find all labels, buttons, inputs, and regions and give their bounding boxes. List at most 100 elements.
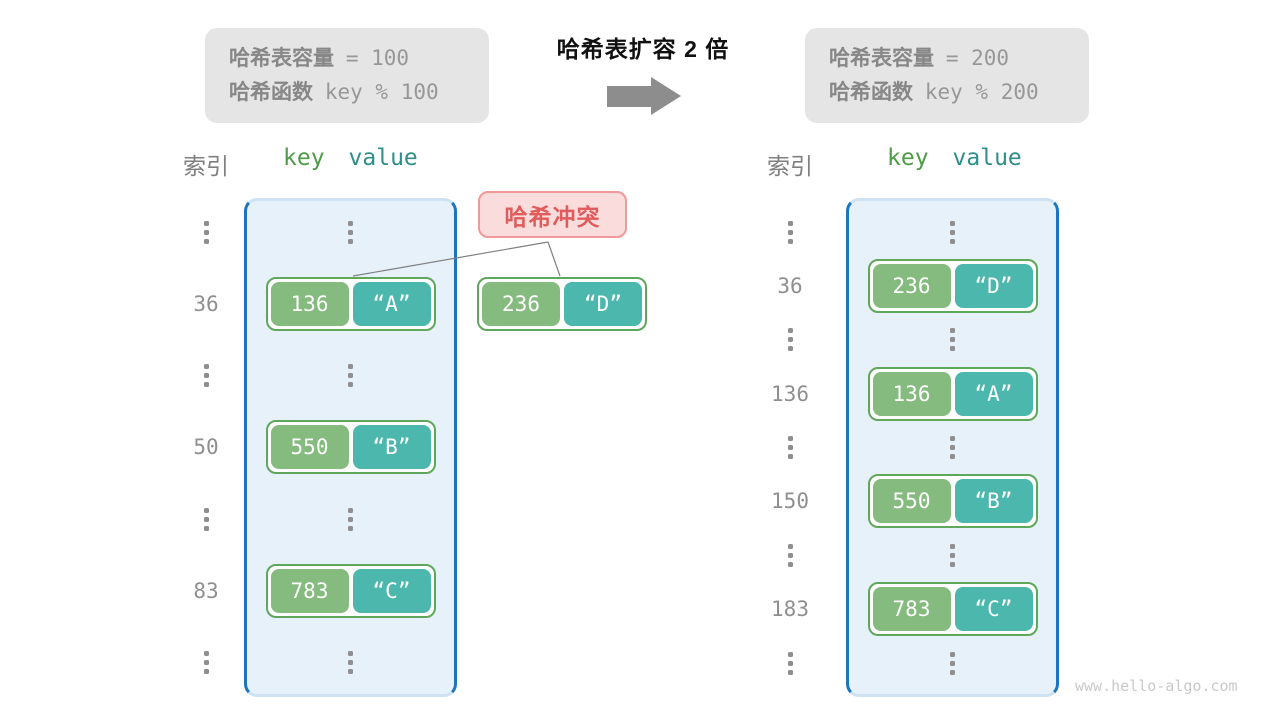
table-row-dots xyxy=(849,326,1056,354)
index-ellipsis xyxy=(754,649,826,677)
index-ellipsis xyxy=(170,362,242,390)
table-row-dots xyxy=(247,649,454,677)
table-row-dots xyxy=(247,218,454,246)
value-cell: “D” xyxy=(954,263,1033,308)
table-row-pair: 236“D” xyxy=(849,258,1056,313)
index-label: 36 xyxy=(777,273,803,298)
value-cell: “C” xyxy=(352,569,431,614)
index-label: 150 xyxy=(771,489,809,514)
value-cell: “A” xyxy=(352,281,431,326)
table-row-dots xyxy=(849,218,1056,246)
info-box-before: 哈希表容量 = 100 哈希函数 key % 100 xyxy=(205,28,489,123)
hash-function-line: 哈希函数 key % 200 xyxy=(829,75,1089,109)
index-column-left: 36 50 83 xyxy=(170,198,242,697)
info-box-after: 哈希表容量 = 200 哈希函数 key % 200 xyxy=(805,28,1089,123)
capacity-label: 哈希表容量 xyxy=(229,47,334,70)
hash-function-label: 哈希函数 xyxy=(829,81,913,104)
value-cell: “D” xyxy=(564,282,642,326)
key-cell: 783 xyxy=(872,587,951,632)
ellipsis-dots xyxy=(348,220,353,244)
ellipsis-dots xyxy=(950,220,955,244)
key-header: key xyxy=(887,145,929,171)
hash-function-label: 哈希函数 xyxy=(229,81,313,104)
table-row-dots xyxy=(247,362,454,390)
ellipsis-dots xyxy=(203,651,209,675)
ellipsis-dots xyxy=(950,328,955,352)
index-label: 183 xyxy=(771,597,809,622)
key-header: key xyxy=(283,145,325,171)
table-row-pair: 136“A” xyxy=(849,366,1056,421)
connector-line-to-pair-d xyxy=(547,241,561,277)
ellipsis-dots xyxy=(203,220,209,244)
value-cell: “A” xyxy=(954,371,1033,416)
hash-table-after: 236“D” 136“A” 550“B” 783“C” xyxy=(846,198,1059,697)
key-cell: 136 xyxy=(872,371,951,416)
ellipsis-dots xyxy=(787,220,793,244)
table-row-pair: 783“C” xyxy=(247,564,454,619)
ellipsis-dots xyxy=(787,543,793,567)
value-cell: “B” xyxy=(352,425,431,470)
table-row-dots xyxy=(849,434,1056,462)
capacity-line: 哈希表容量 = 100 xyxy=(229,41,489,75)
ellipsis-dots xyxy=(950,543,955,567)
index-label: 36 xyxy=(193,291,219,316)
ellipsis-dots xyxy=(348,507,353,531)
ellipsis-dots xyxy=(203,507,209,531)
table-row-dots xyxy=(849,541,1056,569)
key-value-pair: 236“D” xyxy=(477,277,647,331)
index-ellipsis xyxy=(754,326,826,354)
ellipsis-dots xyxy=(787,436,793,459)
capacity-value: = 100 xyxy=(345,46,410,70)
capacity-line: 哈希表容量 = 200 xyxy=(829,41,1089,75)
index-ellipsis xyxy=(170,649,242,677)
key-cell: 136 xyxy=(270,281,349,326)
value-cell: “C” xyxy=(954,587,1033,632)
index-ellipsis xyxy=(170,505,242,533)
index-column-header-right: 索引 xyxy=(767,153,813,179)
value-cell: “B” xyxy=(954,479,1033,524)
index-label: 50 xyxy=(193,435,219,460)
key-value-pair: 783“C” xyxy=(867,582,1038,637)
key-cell: 783 xyxy=(270,569,349,614)
capacity-label: 哈希表容量 xyxy=(829,47,934,70)
index-ellipsis xyxy=(170,218,242,246)
key-value-pair: 236“D” xyxy=(867,258,1038,313)
ellipsis-dots xyxy=(950,651,955,675)
key-value-pair: 783“C” xyxy=(265,564,436,619)
index-ellipsis xyxy=(754,434,826,462)
ellipsis-dots xyxy=(787,328,793,352)
key-cell: 550 xyxy=(872,479,951,524)
key-value-pair: 136“A” xyxy=(867,366,1038,421)
colliding-key-value-pair: 236“D” xyxy=(477,277,647,331)
value-header: value xyxy=(952,145,1022,171)
key-value-header-left: key value xyxy=(283,145,418,171)
value-header: value xyxy=(348,145,418,171)
index-column-header-left: 索引 xyxy=(183,153,229,179)
key-cell: 236 xyxy=(482,282,560,326)
ellipsis-dots xyxy=(203,364,209,388)
key-value-header-right: key value xyxy=(887,145,1022,171)
table-row-pair: 550“B” xyxy=(849,474,1056,529)
ellipsis-dots xyxy=(348,651,353,675)
index-label: 83 xyxy=(193,579,219,604)
ellipsis-dots xyxy=(950,436,955,459)
index-ellipsis xyxy=(754,218,826,246)
key-cell: 236 xyxy=(872,263,951,308)
index-ellipsis xyxy=(754,541,826,569)
key-value-pair: 550“B” xyxy=(265,420,436,475)
table-row-pair: 783“C” xyxy=(849,582,1056,637)
table-row-dots xyxy=(247,505,454,533)
hash-function-value: key % 100 xyxy=(324,80,439,104)
hash-collision-label: 哈希冲突 xyxy=(478,191,627,238)
table-row-pair: 550“B” xyxy=(247,420,454,475)
hash-table-before: 136“A” 550“B” 783“C” xyxy=(244,198,457,697)
ellipsis-dots xyxy=(787,651,793,675)
key-cell: 550 xyxy=(270,425,349,470)
key-value-pair: 550“B” xyxy=(867,474,1038,529)
capacity-value: = 200 xyxy=(945,46,1010,70)
key-value-pair: 136“A” xyxy=(265,276,436,331)
hash-function-line: 哈希函数 key % 100 xyxy=(229,75,489,109)
diagram-title: 哈希表扩容 2 倍 xyxy=(556,36,730,62)
